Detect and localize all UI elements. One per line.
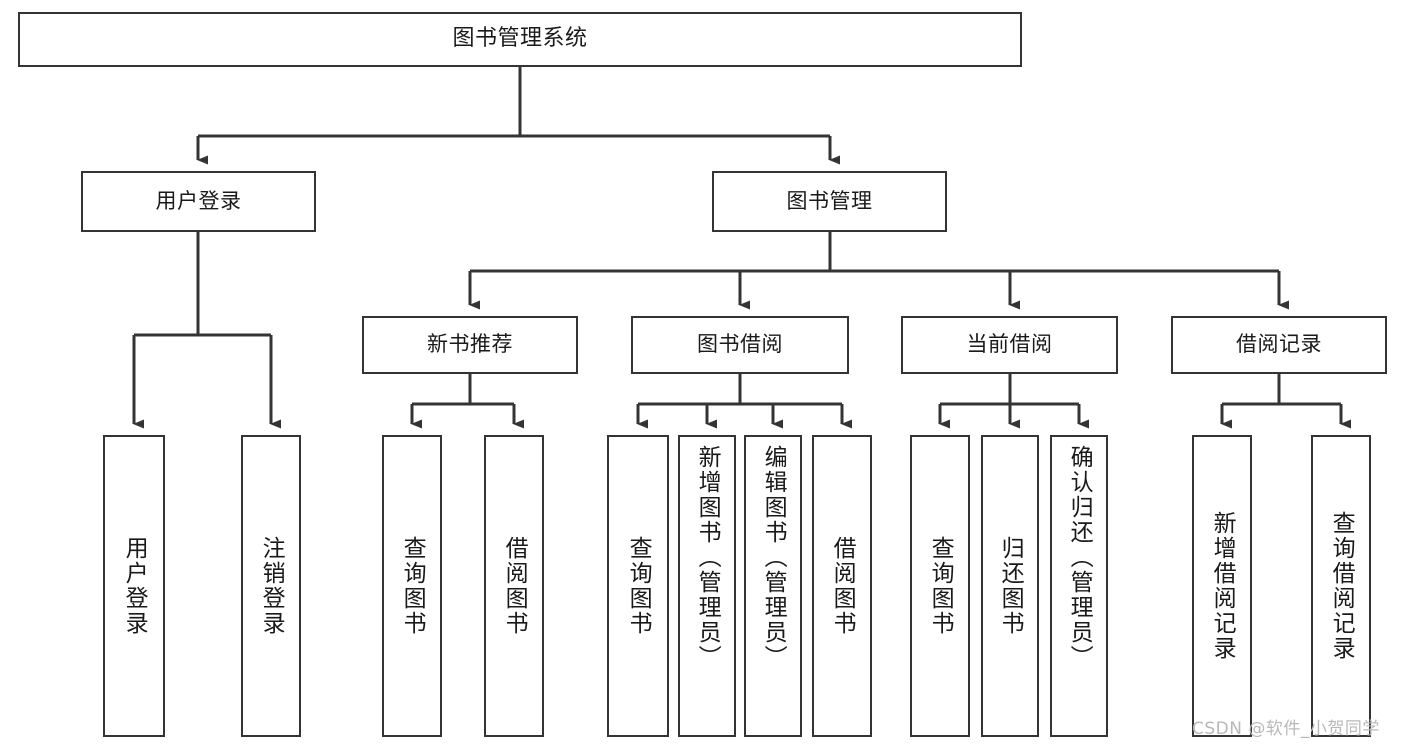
- node-new-book-recommend[interactable]: 新书推荐: [362, 316, 578, 374]
- node-book-management[interactable]: 图书管理: [712, 171, 947, 232]
- leaf-borrow-edit-book-admin[interactable]: 编辑图书（管理员）: [744, 435, 802, 737]
- node-label: 确认归还（管理员）: [1066, 445, 1093, 670]
- leaf-borrow-query-book[interactable]: 查询图书: [607, 435, 669, 737]
- leaf-user-login-login[interactable]: 用户登录: [103, 435, 165, 737]
- node-label: 归还图书: [997, 536, 1024, 636]
- node-label: 当前借阅: [966, 332, 1053, 357]
- node-label: 借阅图书: [829, 536, 856, 636]
- leaf-new-book-borrow[interactable]: 借阅图书: [484, 435, 544, 737]
- node-label: 新增借阅记录: [1209, 511, 1236, 661]
- node-label: 图书管理系统: [452, 26, 588, 52]
- node-label: 编辑图书（管理员）: [760, 445, 787, 670]
- leaf-new-book-query[interactable]: 查询图书: [382, 435, 442, 737]
- leaf-borrow-borrow-book[interactable]: 借阅图书: [812, 435, 872, 737]
- node-label: 借阅图书: [501, 536, 528, 636]
- csdn-watermark: CSDN @软件_小贺同学: [1192, 719, 1380, 739]
- node-label: 新增图书（管理员）: [694, 445, 721, 670]
- leaf-current-confirm-return-admin[interactable]: 确认归还（管理员）: [1050, 435, 1108, 737]
- node-borrow-record[interactable]: 借阅记录: [1171, 316, 1387, 374]
- leaf-current-return-book[interactable]: 归还图书: [981, 435, 1039, 737]
- leaf-user-login-logout[interactable]: 注销登录: [241, 435, 301, 737]
- node-label: 用户登录: [121, 536, 148, 636]
- node-label: 查询图书: [927, 536, 954, 636]
- node-label: 图书管理: [786, 188, 873, 213]
- node-root-system[interactable]: 图书管理系统: [18, 12, 1022, 67]
- node-label: 注销登录: [258, 536, 285, 636]
- leaf-record-query-record[interactable]: 查询借阅记录: [1311, 435, 1371, 737]
- node-user-login[interactable]: 用户登录: [81, 171, 316, 232]
- node-label: 新书推荐: [427, 332, 513, 357]
- node-label: 借阅记录: [1236, 332, 1322, 357]
- node-label: 查询图书: [625, 536, 652, 636]
- node-book-borrow[interactable]: 图书借阅: [631, 316, 849, 374]
- node-label: 查询图书: [399, 536, 426, 636]
- node-label: 用户登录: [155, 188, 242, 213]
- node-label: 图书借阅: [697, 332, 783, 357]
- node-label: 查询借阅记录: [1328, 511, 1355, 661]
- leaf-current-query-book[interactable]: 查询图书: [910, 435, 970, 737]
- leaf-borrow-add-book-admin[interactable]: 新增图书（管理员）: [678, 435, 736, 737]
- leaf-record-add-record[interactable]: 新增借阅记录: [1192, 435, 1252, 737]
- node-current-borrow[interactable]: 当前借阅: [901, 316, 1118, 374]
